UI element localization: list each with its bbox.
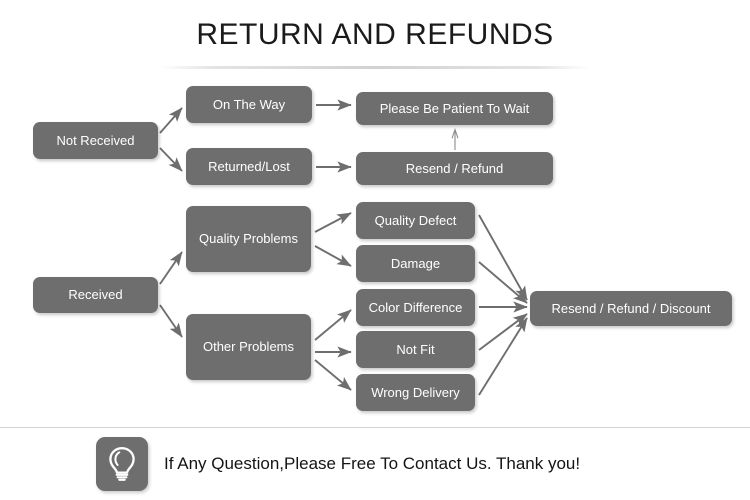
node-on-the-way[interactable]: On The Way (186, 86, 312, 123)
page-title: RETURN AND REFUNDS (196, 18, 554, 51)
node-resend-refund[interactable]: Resend / Refund (356, 152, 553, 185)
node-color-difference[interactable]: Color Difference (356, 289, 475, 326)
lightbulb-icon (96, 437, 148, 491)
node-damage[interactable]: Damage (356, 245, 475, 282)
node-quality-problems[interactable]: Quality Problems (186, 206, 311, 272)
footer-message: If Any Question,Please Free To Contact U… (164, 454, 581, 473)
node-resend-refund-discount[interactable]: Resend / Refund / Discount (530, 291, 732, 326)
footer-divider (0, 427, 750, 428)
node-not-fit[interactable]: Not Fit (356, 331, 475, 368)
node-quality-defect[interactable]: Quality Defect (356, 202, 475, 239)
node-please-be-patient-to-wait[interactable]: Please Be Patient To Wait (356, 92, 553, 125)
node-not-received[interactable]: Not Received (33, 122, 158, 159)
node-wrong-delivery[interactable]: Wrong Delivery (356, 374, 475, 411)
footer-contact-bar: If Any Question,Please Free To Contact U… (96, 437, 580, 491)
node-other-problems[interactable]: Other Problems (186, 314, 311, 380)
node-returned-lost[interactable]: Returned/Lost (186, 148, 312, 185)
title-divider (160, 66, 590, 69)
node-received[interactable]: Received (33, 277, 158, 313)
